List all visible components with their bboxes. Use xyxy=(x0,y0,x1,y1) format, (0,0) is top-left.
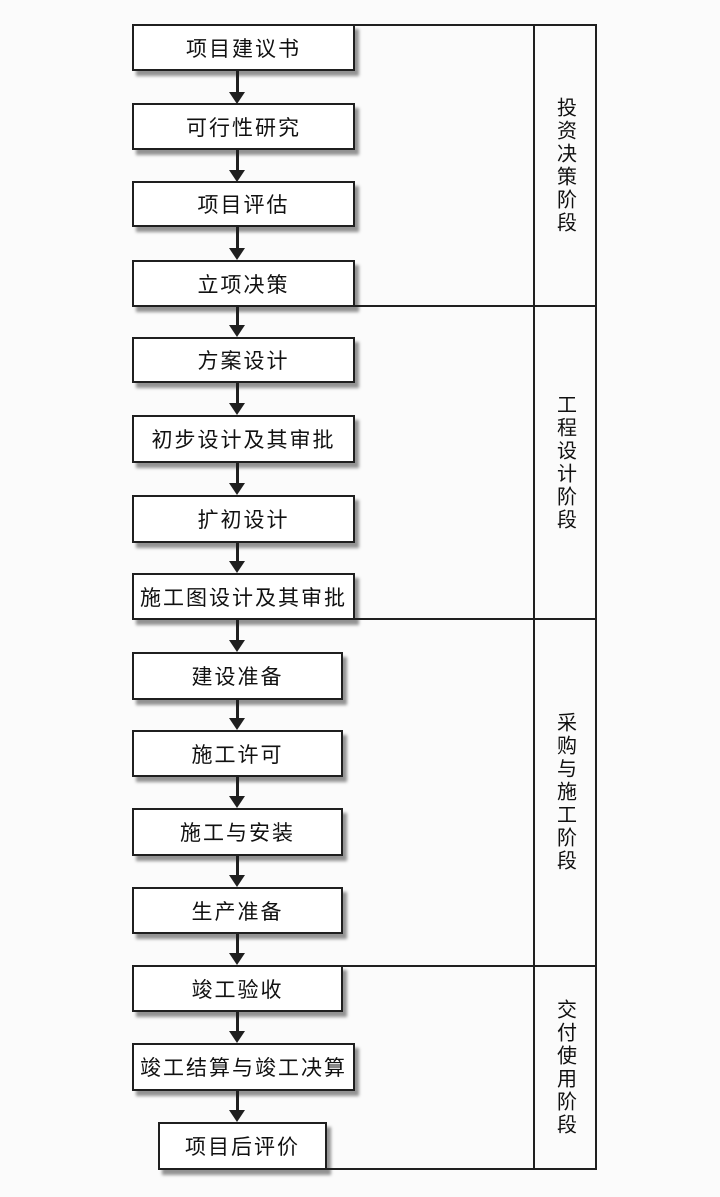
arrow-down-icon xyxy=(229,307,245,337)
step-project-evaluation: 项目评估 xyxy=(132,181,355,227)
phase-label: 交付使用阶段 xyxy=(553,998,576,1137)
arrow-down-icon xyxy=(229,856,245,887)
phase-label: 采购与施工阶段 xyxy=(553,712,576,873)
phase-boundary-line-bottom xyxy=(327,1168,533,1170)
phase-engineering-design: 工程设计阶段 xyxy=(535,307,595,620)
step-preliminary-design-and-approval: 初步设计及其审批 xyxy=(132,415,355,463)
phase-boundary-line-3 xyxy=(343,965,533,967)
phase-label: 投资决策阶段 xyxy=(553,96,576,235)
phase-boundary-line-top xyxy=(355,24,533,26)
arrow-down-icon xyxy=(229,777,245,808)
arrow-down-icon xyxy=(229,543,245,573)
arrow-down-icon xyxy=(229,1012,245,1043)
phase-boundary-line-2 xyxy=(355,618,533,620)
step-construction-and-installation: 施工与安装 xyxy=(132,808,343,856)
phase-label: 工程设计阶段 xyxy=(553,393,576,532)
step-feasibility-study: 可行性研究 xyxy=(132,103,355,150)
step-project-approval-decision: 立项决策 xyxy=(132,260,355,307)
arrow-down-icon xyxy=(229,463,245,495)
arrow-down-icon xyxy=(229,383,245,415)
phase-investment-decision: 投资决策阶段 xyxy=(535,26,595,307)
arrow-down-icon xyxy=(229,1091,245,1122)
arrow-down-icon xyxy=(229,700,245,730)
step-production-preparation: 生产准备 xyxy=(132,887,343,934)
step-construction-drawing-design-and-approval: 施工图设计及其审批 xyxy=(132,573,355,620)
step-completion-settlement-and-final-accounts: 竣工结算与竣工决算 xyxy=(132,1043,355,1091)
step-project-proposal: 项目建议书 xyxy=(132,24,355,71)
step-scheme-design: 方案设计 xyxy=(132,337,355,383)
step-completion-acceptance: 竣工验收 xyxy=(132,965,343,1012)
step-construction-preparation: 建设准备 xyxy=(132,652,343,700)
arrow-down-icon xyxy=(229,150,245,182)
arrow-down-icon xyxy=(229,71,245,104)
phase-handover-and-use: 交付使用阶段 xyxy=(535,967,595,1168)
arrow-down-icon xyxy=(229,620,245,652)
phase-boundary-line-1 xyxy=(355,305,533,307)
step-expanded-preliminary-design: 扩初设计 xyxy=(132,495,355,543)
step-construction-permit: 施工许可 xyxy=(132,730,343,777)
arrow-down-icon xyxy=(229,934,245,965)
phase-column: 投资决策阶段 工程设计阶段 采购与施工阶段 交付使用阶段 xyxy=(533,24,597,1170)
phase-procurement-and-construction: 采购与施工阶段 xyxy=(535,620,595,967)
step-post-project-evaluation: 项目后评价 xyxy=(158,1122,327,1170)
arrow-down-icon xyxy=(229,227,245,260)
